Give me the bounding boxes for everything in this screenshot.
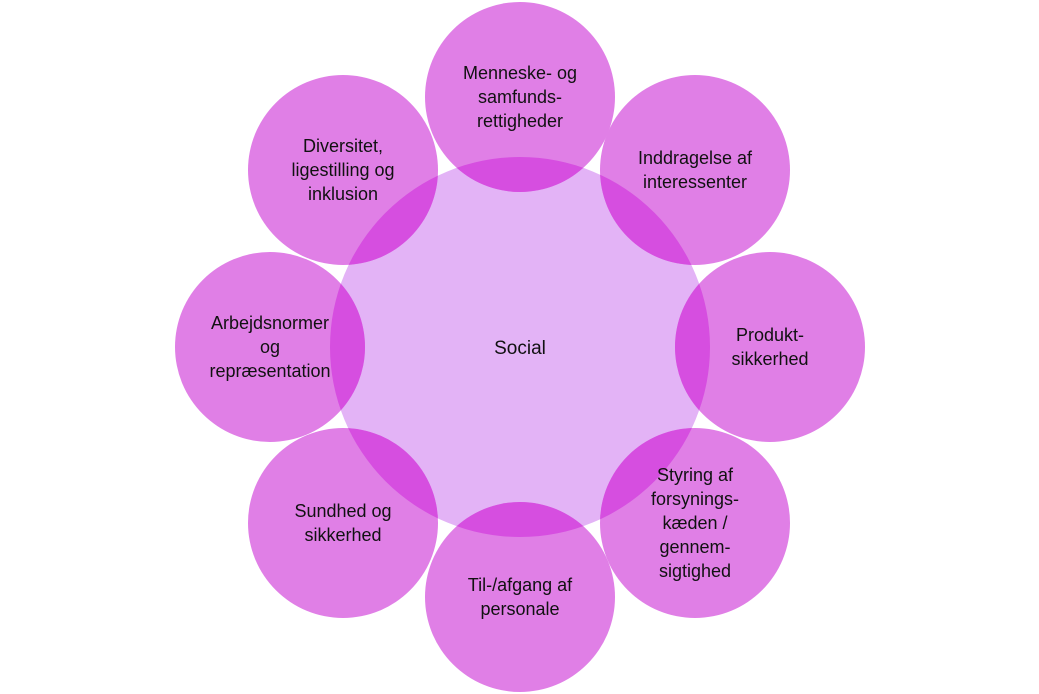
node-label-line: gennem- xyxy=(659,537,730,557)
node-label-line: sikkerhed xyxy=(731,349,808,369)
node-label-line: sigtighed xyxy=(659,561,731,581)
node-label-line: interessenter xyxy=(643,172,747,192)
node-label-rights: Menneske- og samfunds-rettigheder xyxy=(463,63,577,131)
node-label-line: kæden / xyxy=(662,513,727,533)
node-label-line: og xyxy=(260,337,280,357)
node-label-stakeholders: Inddragelse af interessenter xyxy=(638,148,753,192)
node-label-line: ligestilling og xyxy=(291,160,394,180)
node-label-line: sikkerhed xyxy=(304,525,381,545)
node-label-labour: Arbejdsnormer og repræsentation xyxy=(209,313,330,381)
node-label-line: samfunds- xyxy=(478,87,562,107)
node-circle-product-safety xyxy=(675,252,865,442)
node-label-line: Styring af xyxy=(657,465,734,485)
node-label-line: Produkt- xyxy=(736,325,804,345)
node-label-line: Til-/afgang af xyxy=(468,575,573,595)
center-circle xyxy=(330,157,710,537)
node-circle-rights xyxy=(425,2,615,192)
node-label-supply-chain: Styring af forsynings-kæden / gennem-sigti… xyxy=(651,465,739,581)
node-label-line: Inddragelse af xyxy=(638,148,753,168)
node-label-line: Sundhed og xyxy=(294,501,391,521)
node-label-line: rettigheder xyxy=(477,111,563,131)
node-label-line: forsynings- xyxy=(651,489,739,509)
node-circle-staff-turnover xyxy=(425,502,615,692)
center-label: Social xyxy=(494,338,546,359)
node-label-line: Diversitet, xyxy=(303,136,383,156)
node-label-line: Arbejdsnormer xyxy=(211,313,329,333)
node-label-line: personale xyxy=(480,599,559,619)
node-label-product-safety: Produkt-sikkerhed xyxy=(731,325,808,369)
node-label-line: repræsentation xyxy=(209,361,330,381)
node-label-diversity: Diversitet, ligestilling og inklusion xyxy=(291,136,394,204)
node-label-health-safety: Sundhed og sikkerhed xyxy=(294,501,391,545)
node-labels: Menneske- og samfunds-rettighederInddrage… xyxy=(209,63,808,619)
node-label-staff-turnover: Til-/afgang af personale xyxy=(468,575,573,619)
node-circle-labour xyxy=(175,252,365,442)
node-label-line: Menneske- og xyxy=(463,63,577,83)
node-label-line: inklusion xyxy=(308,184,378,204)
